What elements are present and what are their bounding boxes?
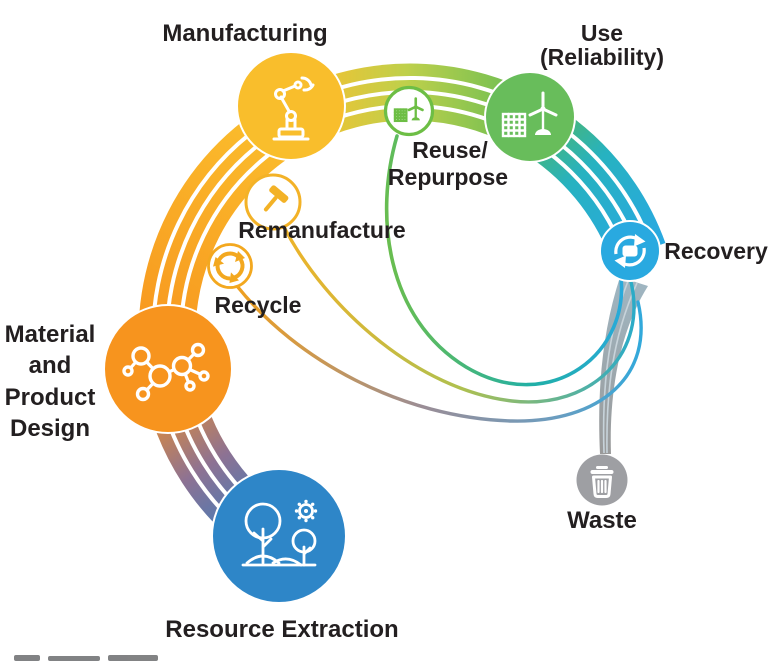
hammer-icon (263, 185, 289, 212)
resource-extraction-label: Resource Extraction (165, 616, 398, 643)
stage-resource-extraction (211, 468, 347, 604)
return-loop-reuse (384, 134, 624, 387)
material-design-label-line1: Material (5, 321, 96, 348)
solar-panel-wind-turbine-icon (501, 91, 558, 138)
molecule-icon (122, 342, 210, 402)
recovery-to-waste-band (599, 277, 648, 454)
recycle-label: Recycle (215, 292, 302, 318)
return-loop-recycle (235, 284, 643, 423)
reuse-label-line1: Reuse/ (412, 137, 488, 163)
loop-node-reuse (383, 85, 435, 137)
loop-node-remanufacture (244, 173, 302, 231)
gear-teeth (294, 499, 318, 523)
reuse-label-line2: Repurpose (388, 164, 508, 190)
return-loops (235, 134, 643, 423)
material-design-label-line2: and (29, 352, 72, 379)
waste-label: Waste (567, 507, 637, 534)
use-label-line1: Use (581, 20, 623, 46)
stage-use (484, 71, 576, 163)
remanufacture-label: Remanufacture (238, 217, 405, 243)
trees-landscape-icon (241, 499, 318, 567)
manufacturing-circle (236, 51, 346, 161)
stage-waste (576, 454, 628, 506)
stage-manufacturing (236, 51, 346, 161)
use-label-line2: (Reliability) (540, 44, 664, 70)
recovery-loop-arrows-icon (612, 234, 646, 270)
stage-material-product-design (103, 304, 233, 434)
solar-panel-wind-turbine-icon (393, 97, 424, 123)
loop-node-recycle (207, 243, 253, 289)
manufacturing-label: Manufacturing (162, 20, 327, 47)
recovery-label: Recovery (664, 238, 768, 264)
stage-recovery (599, 220, 661, 282)
trash-can-icon (590, 466, 614, 498)
return-loop-remanufacture (282, 225, 636, 404)
use-circle (484, 71, 576, 163)
cropped-caption-fragment (14, 655, 158, 661)
material-design-label-line4: Design (10, 415, 90, 442)
recycle-arrows-icon (207, 251, 251, 289)
robot-arm-icon (272, 76, 315, 141)
resource-extraction-circle (211, 468, 347, 604)
material-design-label-line3: Product (5, 384, 96, 411)
